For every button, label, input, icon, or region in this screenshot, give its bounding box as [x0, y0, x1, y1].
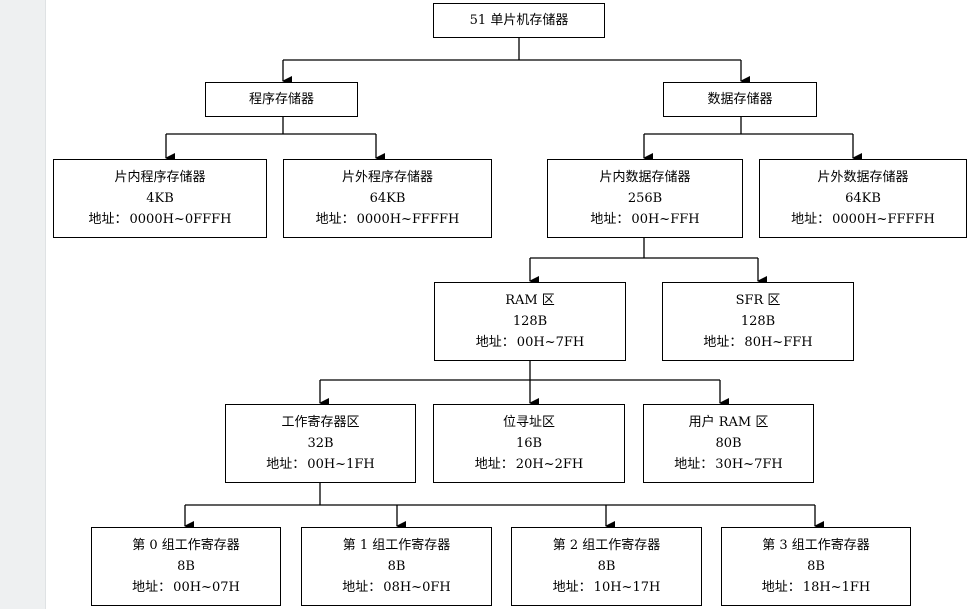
node-user-ram-area: 用户 RAM 区 80B 地址：30H~7FH [643, 404, 814, 483]
node-addr-range: 08H~0FH [383, 580, 451, 595]
node-title: 片外数据存储器 [817, 170, 909, 185]
node-bit-addressable-area: 位寻址区 16B 地址：20H~2FH [433, 404, 625, 483]
node-external-data-memory: 片外数据存储器 64KB 地址：0000H~FFFFH [759, 159, 967, 238]
node-size: 128B [512, 314, 548, 329]
node-addr-label: 地址： [266, 457, 306, 472]
node-addr-label: 地址： [474, 457, 514, 472]
node-addr-range: 80H~FFH [744, 335, 813, 350]
node-title: 片外程序存储器 [341, 170, 433, 185]
node-addr-range: 00H~1FH [307, 457, 375, 472]
node-title: 片内数据存储器 [599, 170, 691, 185]
node-external-program-memory: 片外程序存储器 64KB 地址：0000H~FFFFH [283, 159, 492, 238]
node-title: RAM 区 [505, 293, 555, 308]
node-working-register-area: 工作寄存器区 32B 地址：00H~1FH [225, 404, 416, 483]
node-title: 片内程序存储器 [114, 170, 206, 185]
node-data-memory: 数据存储器 [663, 82, 817, 117]
node-size: 8B [807, 559, 825, 574]
node-title: 第 0 组工作寄存器 [132, 538, 240, 553]
node-addr-label: 地址： [761, 580, 801, 595]
left-sidebar-strip [0, 0, 46, 609]
node-size: 16B [515, 436, 543, 451]
node-register-bank-2: 第 2 组工作寄存器 8B 地址：10H~17H [511, 527, 702, 606]
node-size: 64KB [845, 191, 881, 206]
node-size: 4KB [146, 191, 174, 206]
node-title: 51 单片机存储器 [469, 13, 569, 28]
node-program-memory: 程序存储器 [205, 82, 358, 117]
node-addr-label: 地址： [88, 212, 128, 227]
node-addr-range: 30H~7FH [715, 457, 783, 472]
node-addr-label: 地址： [552, 580, 592, 595]
node-title: 程序存储器 [248, 92, 314, 107]
node-addr-range: 20H~2FH [515, 457, 584, 472]
node-addr-label: 地址： [315, 212, 355, 227]
node-addr-range: 0000H~0FFFH [129, 212, 232, 227]
node-root: 51 单片机存储器 [433, 3, 605, 38]
node-title: 位寻址区 [502, 415, 555, 430]
node-addr-label: 地址： [132, 580, 172, 595]
node-register-bank-3: 第 3 组工作寄存器 8B 地址：18H~1FH [721, 527, 911, 606]
node-addr-range: 10H~17H [593, 580, 661, 595]
node-addr-range: 00H~FFH [631, 212, 700, 227]
node-title: 第 3 组工作寄存器 [762, 538, 870, 553]
node-addr-label: 地址： [791, 212, 831, 227]
node-register-bank-1: 第 1 组工作寄存器 8B 地址：08H~0FH [301, 527, 492, 606]
node-addr-range: 0000H~FFFFH [832, 212, 935, 227]
sidebar-divider [45, 0, 46, 609]
node-size: 128B [740, 314, 776, 329]
node-addr-label: 地址： [590, 212, 630, 227]
node-title: 工作寄存器区 [281, 415, 360, 430]
node-internal-data-memory: 片内数据存储器 256B 地址：00H~FFH [547, 159, 743, 238]
node-addr-range: 00H~7FH [516, 335, 585, 350]
node-addr-label: 地址： [703, 335, 743, 350]
node-title: 数据存储器 [707, 92, 773, 107]
node-size: 32B [307, 436, 334, 451]
node-title: 第 1 组工作寄存器 [342, 538, 451, 553]
node-addr-label: 地址： [674, 457, 714, 472]
node-addr-label: 地址： [342, 580, 382, 595]
node-internal-program-memory: 片内程序存储器 4KB 地址：0000H~0FFFH [53, 159, 267, 238]
node-title: 用户 RAM 区 [688, 415, 769, 430]
node-size: 256B [627, 191, 663, 206]
node-title: SFR 区 [735, 293, 781, 308]
node-addr-range: 00H~07H [173, 580, 240, 595]
node-size: 8B [177, 559, 195, 574]
node-ram-area: RAM 区 128B 地址：00H~7FH [434, 282, 626, 361]
node-sfr-area: SFR 区 128B 地址：80H~FFH [662, 282, 854, 361]
node-register-bank-0: 第 0 组工作寄存器 8B 地址：00H~07H [91, 527, 281, 606]
node-title: 第 2 组工作寄存器 [552, 538, 661, 553]
node-addr-label: 地址： [475, 335, 515, 350]
node-size: 64KB [369, 191, 406, 206]
node-size: 8B [597, 559, 616, 574]
node-addr-range: 0000H~FFFFH [356, 212, 460, 227]
node-size: 8B [387, 559, 406, 574]
node-addr-range: 18H~1FH [802, 580, 871, 595]
node-size: 80B [715, 436, 742, 451]
